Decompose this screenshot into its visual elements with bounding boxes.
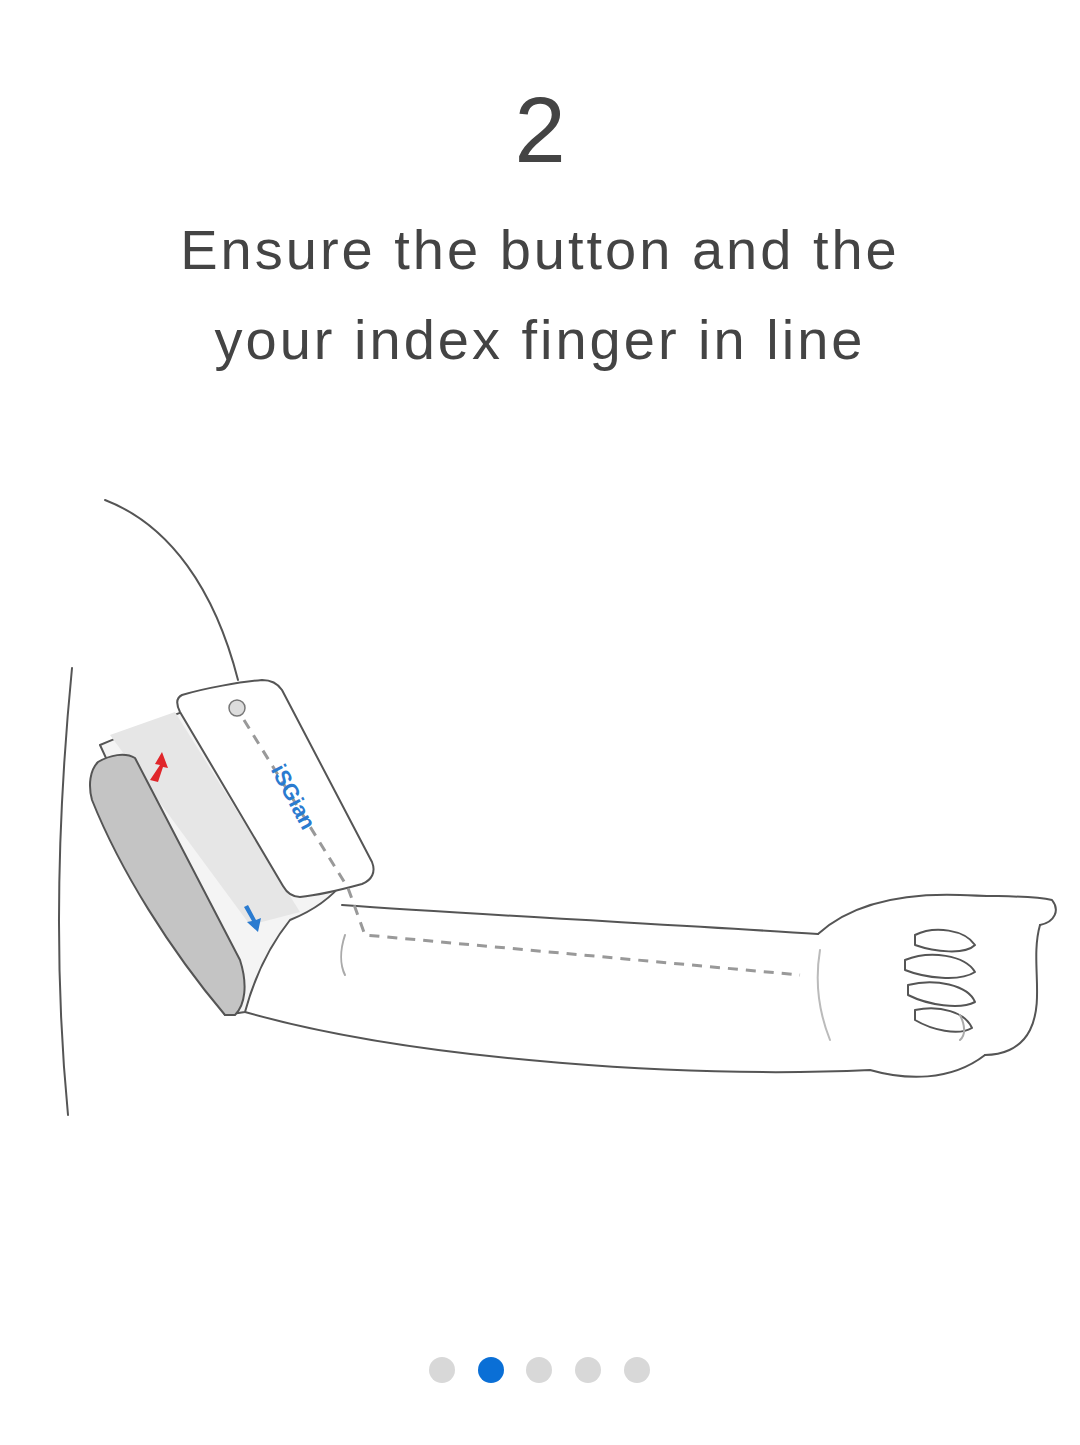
arrows bbox=[150, 752, 261, 932]
body-outline bbox=[59, 500, 1056, 1115]
cuff bbox=[90, 680, 374, 1015]
pagination-dots bbox=[429, 1357, 650, 1383]
step-number: 2 bbox=[0, 80, 1080, 180]
instruction-title: Ensure the button and the your index fin… bbox=[90, 205, 990, 385]
alignment-line bbox=[244, 720, 800, 975]
